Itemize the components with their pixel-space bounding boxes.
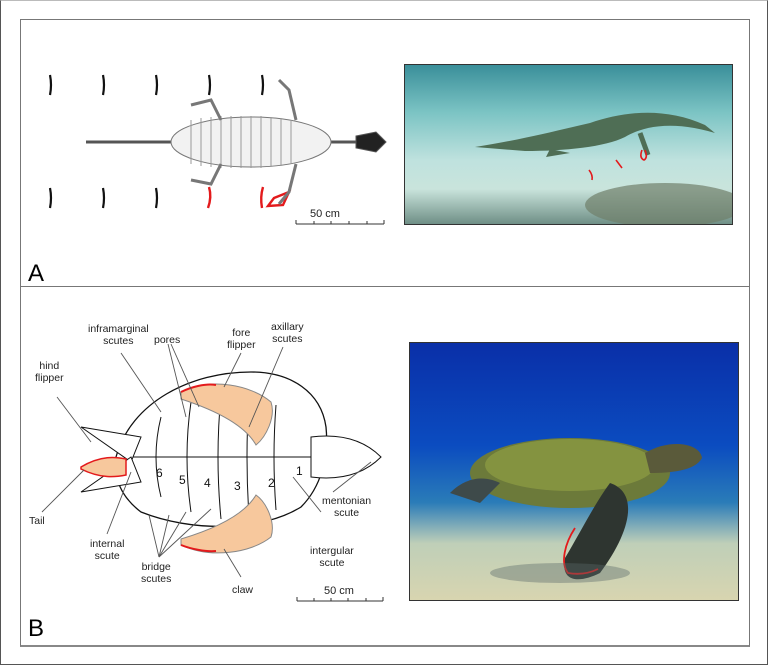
scute-number-3: 3 <box>234 479 241 493</box>
panel-b: 1 2 3 4 5 6 50 cm infr <box>20 286 750 647</box>
label-pores: pores <box>154 334 181 346</box>
sea-turtle-photo <box>409 342 739 601</box>
label-intergular-scute: intergular scute <box>310 545 354 569</box>
label-claw: claw <box>232 584 254 596</box>
label-tail: Tail <box>29 515 45 527</box>
marine-reptile-photo <box>404 64 733 225</box>
scute-number-2: 2 <box>268 476 275 490</box>
panel-label-b: B <box>28 615 45 642</box>
scute-number-5: 5 <box>179 473 186 487</box>
label-mentonian-scute: mentonian scute <box>322 495 372 519</box>
panel-label-a: A <box>28 260 45 287</box>
scute-number-4: 4 <box>204 476 211 490</box>
label-internal-scute: internal scute <box>90 538 125 562</box>
label-axillary-scutes: axillary scutes <box>271 321 304 345</box>
label-hind-flipper: hind flipper <box>35 360 64 384</box>
scale-bar-label-a: 50 cm <box>310 208 340 220</box>
label-fore-flipper: fore flipper <box>227 327 256 351</box>
skeleton-diagram: 50 cm <box>48 74 387 225</box>
label-inframarginal-scutes: inframarginal scutes <box>88 323 149 347</box>
scale-bar-label-b: 50 cm <box>324 585 354 597</box>
panel-a: 50 cm A <box>20 19 750 287</box>
scute-number-6: 6 <box>156 466 163 480</box>
scute-number-1: 1 <box>296 464 303 478</box>
turtle-plastron-diagram: 1 2 3 4 5 6 50 cm <box>41 343 384 602</box>
label-bridge-scutes: bridge scutes <box>141 561 172 585</box>
